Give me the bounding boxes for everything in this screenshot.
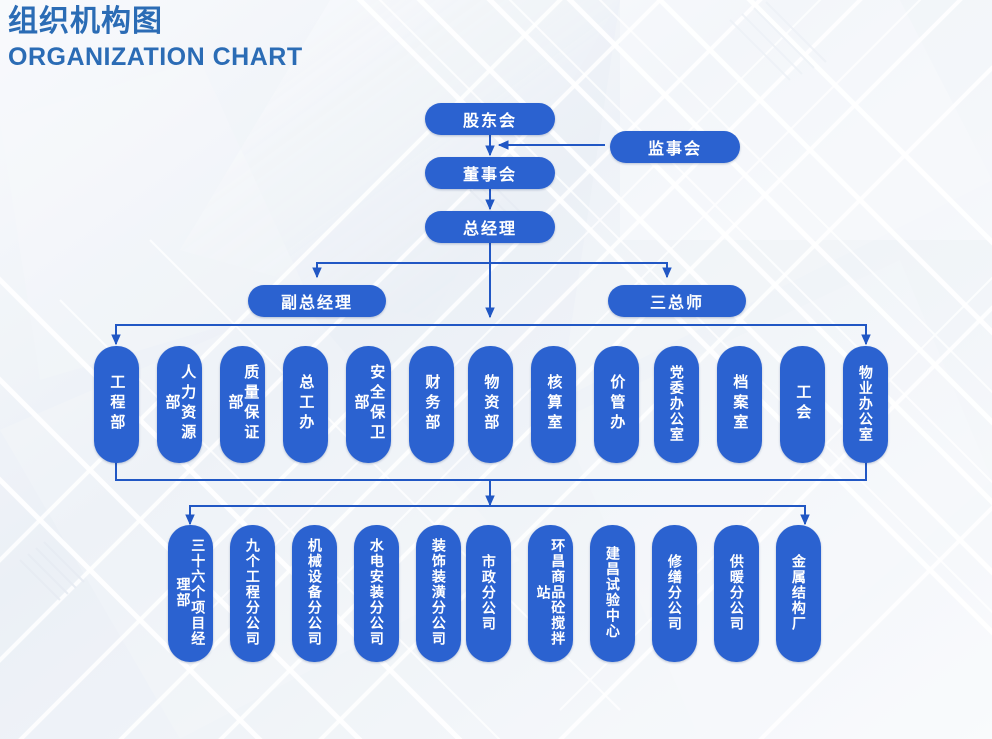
node-department-engineering[interactable]: 工程部: [94, 346, 139, 463]
node-subsidiary-renovation[interactable]: 修缮分公司: [652, 525, 697, 662]
node-subsidiary-machinery-equipment[interactable]: 机械设备分公司: [292, 525, 337, 662]
edge-exec-bracket: [316, 262, 668, 268]
node-subsidiary-heating[interactable]: 供暖分公司: [714, 525, 759, 662]
node-three-chief-engineers[interactable]: 三总师: [608, 285, 746, 317]
page-title-en: ORGANIZATION CHART: [8, 43, 303, 71]
edge-department-collector: [115, 462, 867, 481]
node-department-chief-engineer-office[interactable]: 总工办: [283, 346, 328, 463]
node-deputy-general-manager[interactable]: 副总经理: [248, 285, 386, 317]
node-department-finance[interactable]: 财务部: [409, 346, 454, 463]
node-department-labor-union[interactable]: 工会: [780, 346, 825, 463]
node-department-price-control[interactable]: 价管办: [594, 346, 639, 463]
node-department-human-resources[interactable]: 人力资源部: [157, 346, 202, 463]
node-subsidiary-plumbing-electrical[interactable]: 水电安装分公司: [354, 525, 399, 662]
node-department-security[interactable]: 安全保卫部: [346, 346, 391, 463]
page-title-block: 组织机构图 ORGANIZATION CHART: [8, 4, 303, 73]
node-subsidiary-project-management-departments[interactable]: 三十六个项目经理部: [168, 525, 213, 662]
node-department-materials[interactable]: 物资部: [468, 346, 513, 463]
edge-department-bus: [115, 324, 867, 344]
node-department-party-committee-office[interactable]: 党委办公室: [654, 346, 699, 463]
node-subsidiary-concrete-mixing-station[interactable]: 环昌商品砼搅拌站: [528, 525, 573, 662]
node-subsidiary-testing-center[interactable]: 建昌试验中心: [590, 525, 635, 662]
node-department-archives[interactable]: 档案室: [717, 346, 762, 463]
node-supervisory-board[interactable]: 监事会: [610, 131, 740, 163]
node-department-accounting[interactable]: 核算室: [531, 346, 576, 463]
node-board-of-directors[interactable]: 董事会: [425, 157, 555, 189]
node-general-manager[interactable]: 总经理: [425, 211, 555, 243]
edge-subsidiary-bus: [189, 505, 806, 524]
node-subsidiary-nine-engineering-branches[interactable]: 九个工程分公司: [230, 525, 275, 662]
node-subsidiary-decoration[interactable]: 装饰装潢分公司: [416, 525, 461, 662]
node-department-property-management-office[interactable]: 物业办公室: [843, 346, 888, 463]
node-department-quality-assurance[interactable]: 质量保证部: [220, 346, 265, 463]
node-subsidiary-municipal[interactable]: 市政分公司: [466, 525, 511, 662]
page-title-cn: 组织机构图: [8, 5, 163, 38]
node-subsidiary-metal-structure-factory[interactable]: 金属结构厂: [776, 525, 821, 662]
node-shareholders[interactable]: 股东会: [425, 103, 555, 135]
